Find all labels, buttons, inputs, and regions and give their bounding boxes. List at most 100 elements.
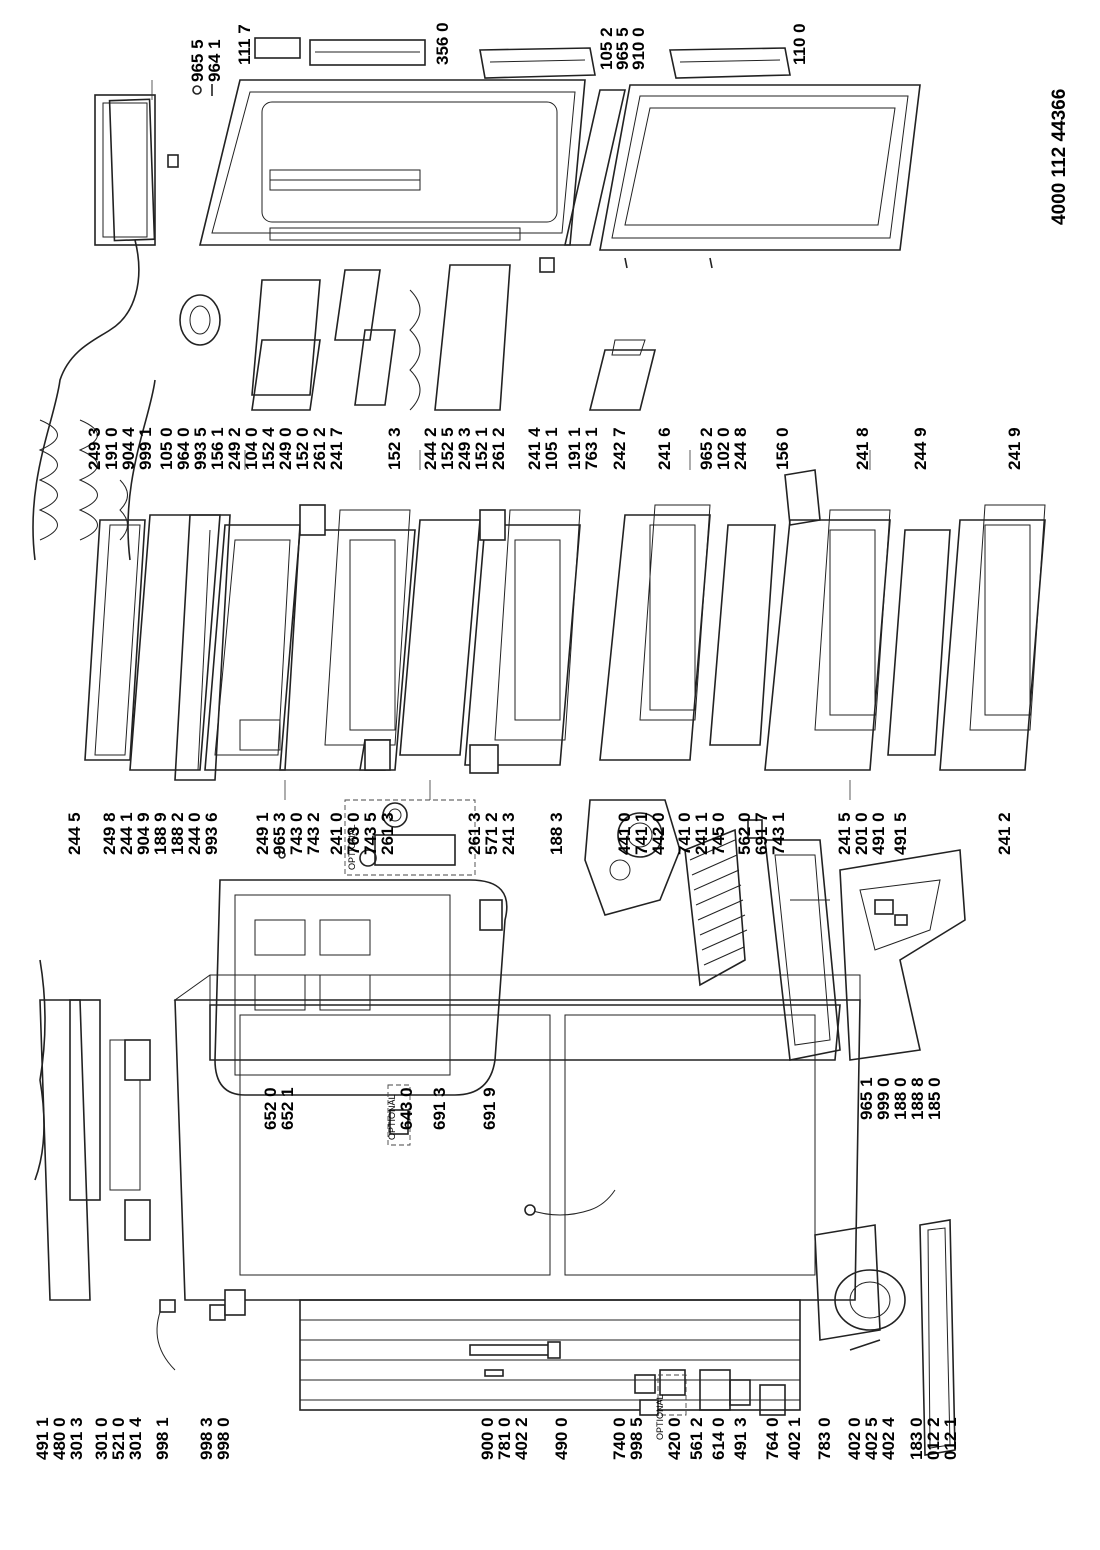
thermostat-562-0 — [747, 819, 763, 839]
label-900-0: 900 0 — [478, 1417, 497, 1460]
label-244-5: 244 5 — [65, 812, 84, 855]
door-gasket-191-1 — [563, 89, 627, 246]
label-764-0: 764 0 — [763, 1417, 782, 1460]
door-handle-upper — [479, 47, 596, 79]
fridge-door-102-0 — [599, 84, 921, 251]
small-bracket-491-5 — [874, 899, 908, 926]
label-tag-111-7 — [254, 37, 301, 59]
label-201-0: 201 0 — [852, 812, 871, 855]
label-904-4: 904 4 — [119, 427, 138, 470]
label-244-2: 244 2 — [421, 427, 440, 470]
label-999-0: 999 0 — [874, 1077, 893, 1120]
label-244-1: 244 1 — [117, 812, 136, 855]
label-261-2b: 261 2 — [489, 427, 508, 470]
label-105-1: 105 1 — [542, 427, 561, 470]
label-188-0: 188 0 — [891, 1077, 910, 1120]
label-402-5: 402 5 — [862, 1417, 881, 1460]
power-cable-490-0 — [524, 1189, 616, 1216]
drawer-241-0 — [279, 509, 416, 771]
label-490-0: 490 0 — [552, 1417, 571, 1460]
freezer-drawer-241-1 — [599, 504, 711, 761]
hinge-105-1 — [539, 257, 555, 273]
label-741-1: 741 1 — [632, 812, 651, 855]
control-parts-row — [634, 1369, 786, 1416]
label-743-5: 743 5 — [361, 812, 380, 855]
optional-text-643: OPTIONAL — [387, 1094, 397, 1140]
label-241-5: 241 5 — [835, 812, 854, 855]
label-241-1: 241 1 — [692, 812, 711, 855]
label-152-0: 152 0 — [293, 427, 312, 470]
label-301-4: 301 4 — [126, 1417, 145, 1460]
label-652-0: 652 0 — [261, 1087, 280, 1130]
bottom-drawer-241-2 — [939, 504, 1046, 771]
label-743-2: 743 2 — [304, 812, 323, 855]
slider-261-2b — [479, 509, 506, 541]
freezer-door-top-trim — [94, 80, 179, 246]
label-152-1: 152 1 — [472, 427, 491, 470]
label-188-9: 188 9 — [151, 812, 170, 855]
label-249-2: 249 2 — [225, 427, 244, 470]
label-242-7: 242 7 — [610, 427, 629, 470]
label-743-0: 743 0 — [287, 812, 306, 855]
label-965-3: 965 3 — [270, 812, 289, 855]
optional-text-763: OPTIONAL — [347, 824, 357, 870]
door-balcony-152-4 — [251, 279, 321, 411]
condenser-740-0 — [299, 1299, 801, 1411]
label-491-3: 491 3 — [731, 1417, 750, 1460]
label-191-1: 191 1 — [565, 427, 584, 470]
evaporator-745-0 — [684, 828, 748, 987]
freezer-drawer-241-5 — [764, 509, 891, 771]
tube-781-0 — [469, 1341, 561, 1359]
optional-box-420-0 — [657, 1374, 687, 1416]
label-261-3a: 261 3 — [378, 812, 397, 855]
document-code: 4000 112 44366 — [1049, 89, 1070, 225]
label-740-0: 740 0 — [610, 1417, 629, 1460]
label-152-4: 152 4 — [259, 427, 278, 470]
label-301-0: 301 0 — [92, 1417, 111, 1460]
glass-shelf-244-2 — [399, 519, 481, 756]
label-249-3a: 249 3 — [85, 427, 104, 470]
wine-rack-244-5 — [32, 239, 156, 561]
label-998-1: 998 1 — [153, 1417, 172, 1460]
label-156-0: 156 0 — [773, 427, 792, 470]
base-plate-183-0 — [919, 1219, 956, 1456]
label-244-9: 244 9 — [911, 427, 930, 470]
optional-box-643-0 — [387, 1084, 411, 1146]
label-491-1: 491 1 — [33, 1417, 52, 1460]
label-965-5b: 965 5 — [613, 27, 632, 70]
label-402-4: 402 4 — [879, 1417, 898, 1460]
bottle-balcony-152-1 — [409, 264, 511, 411]
label-781-0: 781 0 — [495, 1417, 514, 1460]
dairy-cover-356-0 — [309, 39, 426, 66]
label-402-2a: 402 2 — [512, 1417, 531, 1460]
drawer-241-3 — [464, 509, 581, 766]
label-571-2: 571 2 — [482, 812, 501, 855]
door-handle-110-0 — [669, 47, 791, 79]
label-402-1: 402 1 — [785, 1417, 804, 1460]
fan-cover-743-2 — [214, 879, 508, 1096]
label-244-8: 244 8 — [731, 427, 750, 470]
bottom-labels: 491 1 480 0 301 3 301 0 521 0 301 4 998 … — [33, 1417, 960, 1460]
label-356-0: 356 0 — [433, 22, 452, 65]
label-188-2: 188 2 — [168, 812, 187, 855]
slider-261-3a — [364, 739, 391, 771]
pin-900-0 — [484, 1369, 504, 1377]
label-910-0: 910 0 — [629, 27, 648, 70]
shelf-frame-993-6 — [174, 514, 231, 781]
glass-shelf-249-8 — [84, 519, 146, 761]
glass-shelf-244-9 — [887, 529, 951, 756]
label-993-6: 993 6 — [202, 812, 221, 855]
left-trim-strips — [34, 959, 151, 1301]
drawer-part-156-0 — [784, 469, 821, 526]
wiring-998-1 — [156, 1299, 176, 1371]
cover-998-3 — [209, 1289, 246, 1321]
label-691-7: 691 7 — [752, 812, 771, 855]
fan-motor-741-1 — [584, 799, 681, 916]
label-104-0: 104 0 — [242, 427, 261, 470]
label-993-5: 993 5 — [191, 427, 210, 470]
label-652-1: 652 1 — [278, 1087, 297, 1130]
label-241-4: 241 4 — [525, 427, 544, 470]
drain-tray-201-0 — [764, 839, 841, 1061]
label-111-7: 111 7 — [235, 24, 254, 65]
